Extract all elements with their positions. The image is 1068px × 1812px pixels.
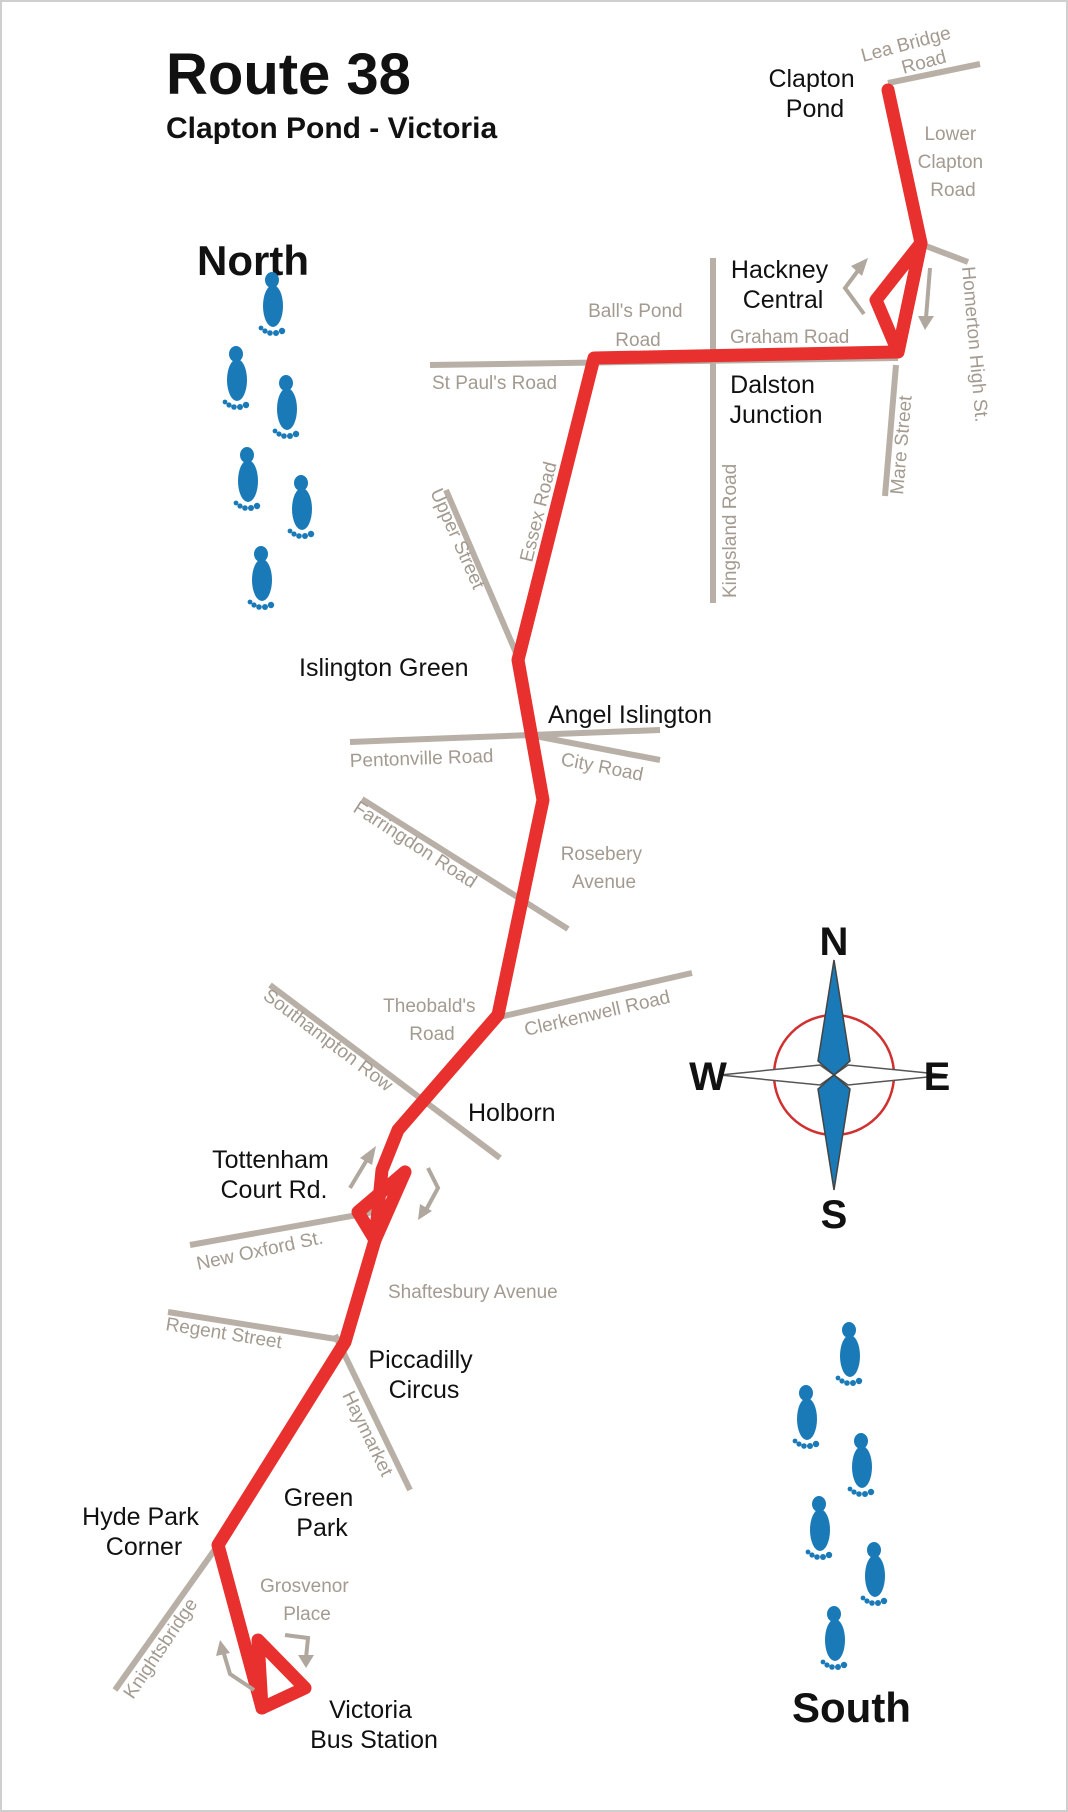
compass-north-label: N <box>820 920 849 964</box>
stop-victoria-bus-station: Victoria Bus Station <box>310 1696 438 1754</box>
direction-arrow-icon <box>348 1146 376 1190</box>
road-lea-bridge <box>887 61 981 86</box>
direction-arrow-icon <box>284 1633 314 1668</box>
route-title: Route 38 <box>166 42 411 107</box>
road-label-theobalds-road: Theobald's Road <box>383 996 481 1045</box>
route-tottenham-loop <box>351 1165 412 1247</box>
stop-islington-green: Islington Green <box>299 654 469 682</box>
road-label-balls-pond: Ball's Pond Road <box>588 301 688 351</box>
road-label-lower-clapton: Lower Clapton Road <box>918 124 989 201</box>
direction-arrow-icon <box>842 258 868 316</box>
stop-tottenham-court-rd: Tottenham Court Rd. <box>212 1146 336 1204</box>
road-knightsbridge <box>112 1543 221 1692</box>
road-label-homerton-high-st: Homerton High St. <box>957 266 992 424</box>
direction-arrow-icon <box>418 1167 441 1220</box>
road-upper-street <box>443 488 523 664</box>
road-label-knightsbridge: Knightsbridge <box>120 1595 202 1703</box>
road-label-pentonville: Pentonville Road <box>349 746 493 772</box>
stop-angel-islington: Angel Islington <box>548 701 712 729</box>
road-regent-street <box>167 1309 343 1343</box>
road-haymarket <box>332 1333 413 1492</box>
stop-piccadilly-circus: Piccadilly Circus <box>368 1346 479 1404</box>
road-label-grosvenor-place: Grosvenor Place <box>260 1576 354 1625</box>
direction-arrow-icon <box>918 267 934 330</box>
road-label-rosebery-avenue: Rosebery Avenue <box>561 844 648 893</box>
road-mare-street <box>882 364 899 497</box>
stop-clapton-pond: Clapton Pond <box>768 65 861 123</box>
road-label-shaftesbury-avenue: Shaftesbury Avenue <box>388 1282 558 1303</box>
direction-arrows <box>216 258 934 1692</box>
route-hackney-loop <box>869 236 928 359</box>
north-heading: North <box>197 237 309 284</box>
road-farringdon <box>360 796 570 932</box>
south-heading: South <box>792 1684 911 1731</box>
compass-west-label: W <box>689 1055 727 1099</box>
road-new-oxford-st <box>189 1207 386 1248</box>
road-label-southampton-row: Southampton Row <box>259 985 397 1096</box>
footprints-icon <box>222 272 315 610</box>
road-label-farringdon: Farringdon Road <box>349 798 480 893</box>
route-victoria-loop <box>251 1633 312 1715</box>
direction-arrow-icon <box>216 1640 256 1692</box>
road-clerkenwell <box>494 970 693 1021</box>
stop-holborn: Holborn <box>468 1099 556 1127</box>
route-subtitle: Clapton Pond - Victoria <box>166 112 497 145</box>
compass-rose-icon: N S W E <box>689 920 950 1237</box>
road-label-upper-street: Upper Street <box>425 485 488 593</box>
stop-green-park: Green Park <box>284 1484 360 1542</box>
road-pentonville <box>349 727 661 745</box>
stop-hackney-central: Hackney Central <box>731 256 835 314</box>
stop-hyde-park-corner: Hyde Park Corner <box>82 1503 206 1561</box>
bus-route-38-line <box>211 83 928 1715</box>
footprints-icon <box>792 1322 888 1670</box>
compass-south-label: S <box>821 1193 848 1237</box>
road-label-graham-road: Graham Road <box>730 327 849 348</box>
road-label-kingsland: Kingsland Road <box>720 464 741 598</box>
road-city-road <box>529 732 661 763</box>
road-network <box>112 61 981 1692</box>
road-label-st-pauls: St Paul's Road <box>432 373 557 394</box>
road-southampton-row <box>268 982 502 1161</box>
stop-dalston-junction: Dalston Junction <box>729 371 822 429</box>
compass-east-label: E <box>924 1055 951 1099</box>
stop-labels: Clapton Pond Hackney Central Dalston Jun… <box>82 65 861 1754</box>
